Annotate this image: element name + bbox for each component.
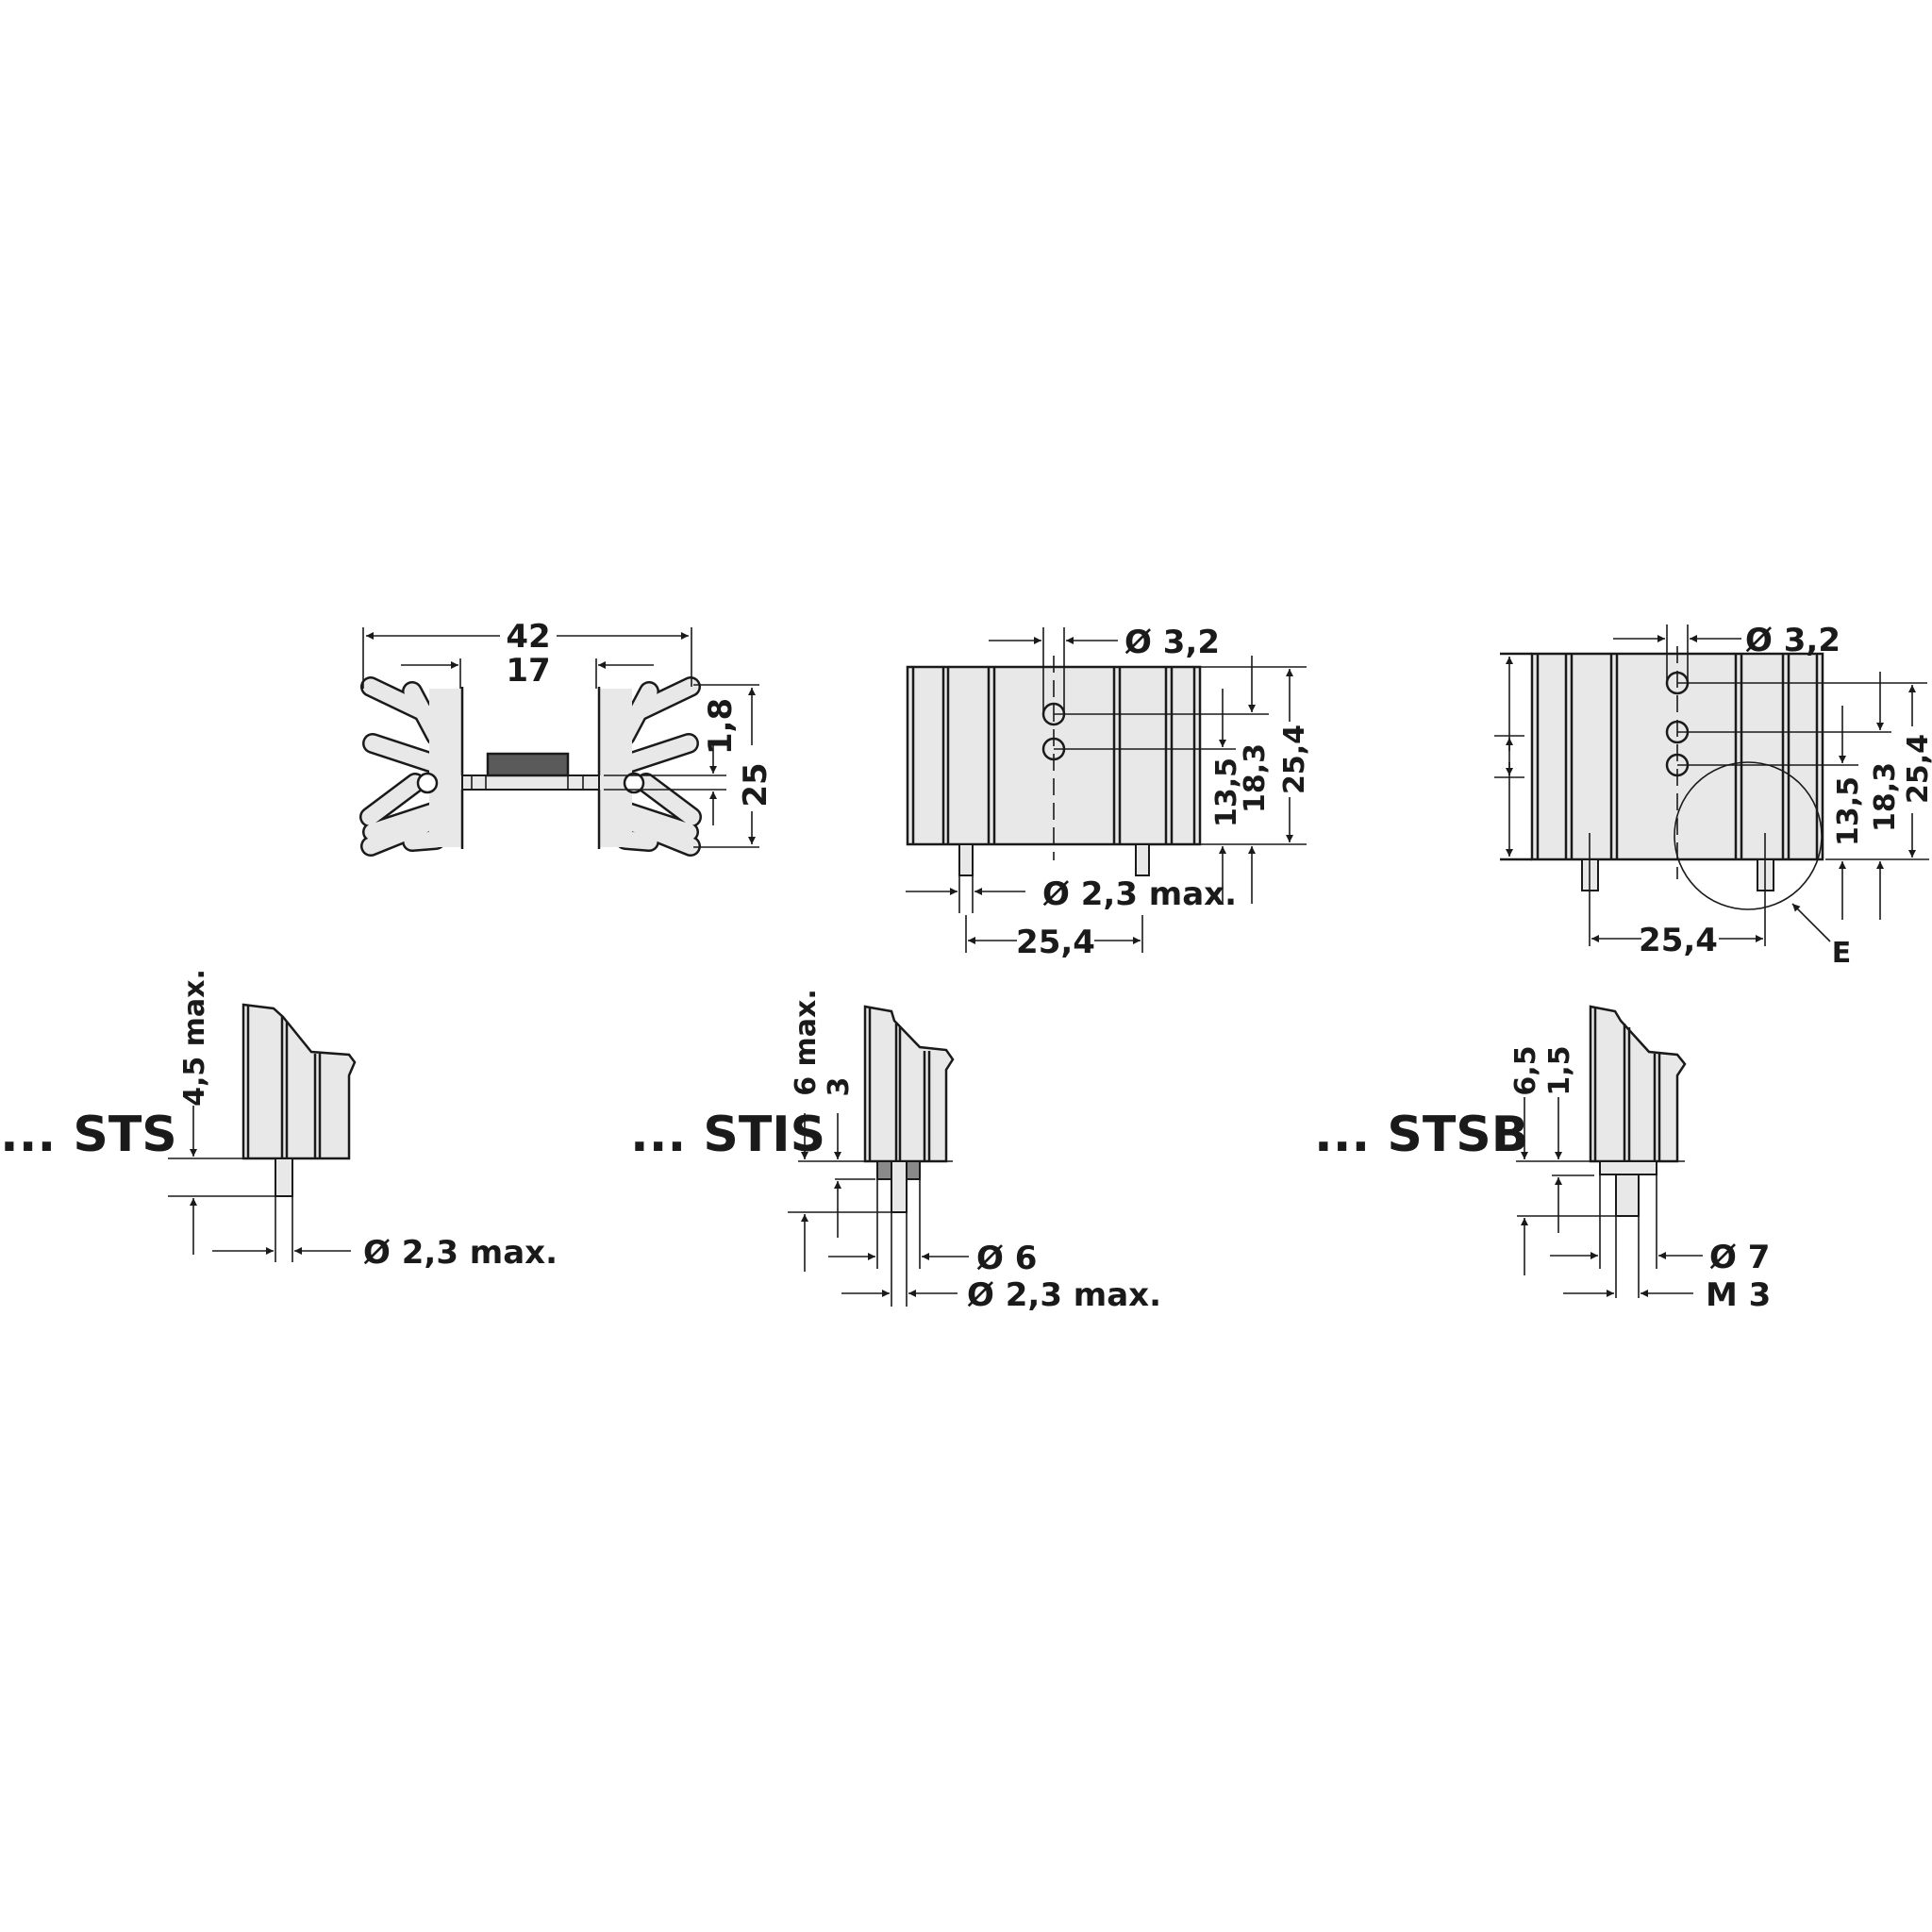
sts-dim-pin-diameter: Ø 2,3 max. xyxy=(363,1234,558,1272)
dim-height: 25 xyxy=(737,762,774,807)
right-heatsink-half xyxy=(597,676,702,857)
dim-overall-width: 42 xyxy=(506,618,550,656)
dim-pin-diameter: Ø 2,3 max. xyxy=(1042,875,1237,913)
dim-base-thickness: 1,8 xyxy=(702,698,740,755)
left-heatsink-half xyxy=(359,676,464,857)
stis-dim-insulator-height: 3 xyxy=(823,1077,856,1097)
dim-hole-diameter: Ø 3,2 xyxy=(1124,624,1220,661)
variant-label-stis: ... STIS xyxy=(630,1107,825,1163)
stsb-dim-head-height: 1,5 xyxy=(1543,1045,1576,1095)
detail-circle xyxy=(1674,761,1823,910)
stis-heatsink-section xyxy=(863,1005,955,1163)
stsb-thread xyxy=(1615,1174,1640,1217)
profile-view: 42 17 1,8 25 xyxy=(359,618,774,857)
variant-dim-18-3: 18,3 xyxy=(1869,762,1902,832)
transistor-component xyxy=(486,752,570,777)
detail-label: E xyxy=(1832,937,1852,970)
sts-dim-pin-length: 4,5 max. xyxy=(178,969,211,1107)
stis-dim-pin-length: 6 max. xyxy=(790,989,823,1096)
sts-heatsink-section xyxy=(242,1003,357,1160)
dim-25-4-height: 25,4 xyxy=(1278,724,1311,794)
stsb-bolt-head xyxy=(1599,1160,1657,1175)
stsb-dim-head-diameter: Ø 7 xyxy=(1709,1239,1770,1276)
stsb-heatsink-section xyxy=(1589,1005,1687,1163)
dim-pin-spacing: 25,4 xyxy=(1016,924,1095,961)
stis-dim-insulator-diameter: Ø 6 xyxy=(976,1240,1037,1277)
detail-stis: ... STIS 6 max. 3 Ø 6 Ø 2,3 max. xyxy=(630,989,1161,1314)
variant-label-sts: ... STS xyxy=(0,1107,177,1163)
pin-left xyxy=(958,843,974,876)
dim-18-3: 18,3 xyxy=(1239,743,1272,813)
detail-sts: ... STS 4,5 max. Ø 2,3 max. xyxy=(0,969,558,1272)
sts-pin xyxy=(275,1158,293,1197)
side-view: Ø 3,2 13,5 18,3 25,4 Ø 2,3 max. 25,4 xyxy=(906,624,1311,961)
base-plate xyxy=(461,774,600,791)
variant-label-stsb: ... STSB xyxy=(1314,1107,1528,1163)
dim-13-5: 13,5 xyxy=(1210,758,1243,827)
detail-stsb: ... STSB 6,5 1,5 Ø 7 M 3 xyxy=(1314,1005,1771,1314)
stis-pin xyxy=(891,1160,908,1213)
variant-dim-25-4-height: 25,4 xyxy=(1902,734,1932,804)
stsb-dim-total-length: 6,5 xyxy=(1509,1045,1542,1095)
stsb-dim-thread: M 3 xyxy=(1706,1276,1771,1314)
pin-right xyxy=(1135,843,1150,876)
stis-dim-pin-diameter: Ø 2,3 max. xyxy=(967,1276,1161,1314)
side-view-variant: E Ø 3,2 13,5 18,3 25,4 25,4 xyxy=(1494,622,1932,970)
variant-dim-13-5: 13,5 xyxy=(1832,776,1865,846)
dim-inner-gap: 17 xyxy=(506,652,550,690)
variant-dim-pin-spacing: 25,4 xyxy=(1639,922,1718,959)
variant-dim-hole-diameter: Ø 3,2 xyxy=(1745,622,1840,659)
